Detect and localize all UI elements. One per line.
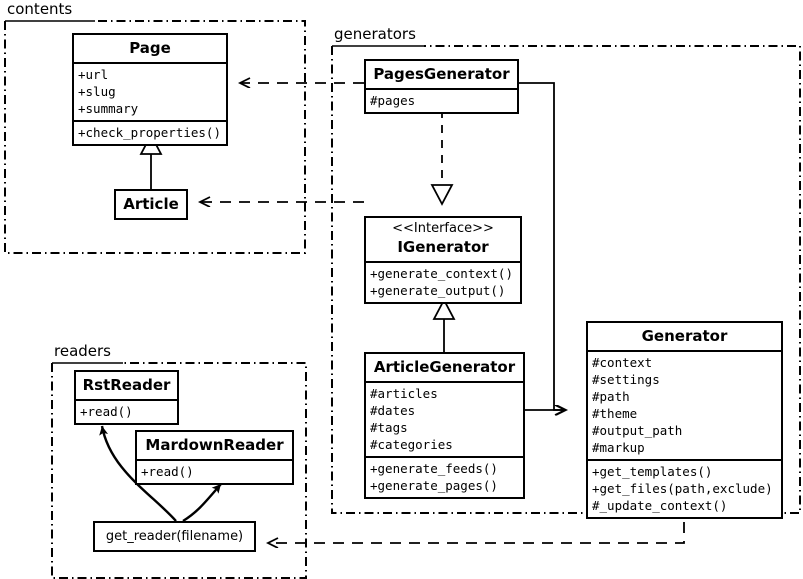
class-box-mardown-reader[interactable]: MardownReader +read(): [135, 430, 294, 485]
method-row: +read(): [80, 404, 133, 419]
class-attributes-pages-generator: #pages: [366, 88, 517, 112]
class-name-pages-generator: PagesGenerator: [373, 65, 510, 83]
class-box-pages-generator[interactable]: PagesGenerator #pages: [364, 59, 519, 114]
class-name-article-generator: ArticleGenerator: [373, 358, 516, 376]
attribute-row: #tags: [370, 420, 408, 435]
method-row: +generate_output(): [370, 283, 506, 298]
attribute-row: #categories: [370, 437, 453, 452]
class-attributes-generator: #context #settings #path #theme #output_…: [588, 350, 781, 459]
edge-articlegenerator-inherits-igenerator: [432, 298, 456, 352]
class-methods-page: +check_properties(): [74, 120, 226, 144]
class-box-article[interactable]: Article: [114, 189, 188, 220]
class-methods-igenerator: +generate_context() +generate_output(): [366, 261, 520, 302]
method-row: +check_properties(): [78, 125, 221, 140]
attribute-row: #settings: [592, 372, 660, 387]
method-row: +generate_feeds(): [370, 461, 498, 476]
function-box-get-reader[interactable]: get_reader(filename): [93, 521, 256, 552]
attribute-row: #dates: [370, 403, 416, 418]
attribute-row: #articles: [370, 386, 438, 401]
package-label-readers: readers: [53, 342, 113, 360]
class-box-rst-reader[interactable]: RstReader +read(): [74, 370, 179, 425]
edge-get-reader-returns-mardownreader: [182, 483, 222, 523]
attribute-row: #path: [592, 389, 630, 404]
attribute-row: #pages: [370, 93, 416, 108]
class-name-generator: Generator: [641, 327, 728, 345]
attribute-row: #output_path: [592, 423, 683, 438]
attribute-row: +slug: [78, 84, 116, 99]
class-name-page: Page: [129, 39, 171, 57]
attribute-row: #theme: [592, 406, 638, 421]
class-methods-mardown-reader: +read(): [137, 459, 292, 483]
class-attributes-page: +url +slug +summary: [74, 62, 226, 120]
package-label-generators: generators: [333, 25, 418, 43]
class-box-generator[interactable]: Generator #context #settings #path #them…: [586, 321, 783, 519]
class-name-mardown-reader: MardownReader: [145, 436, 284, 454]
class-methods-generator: +get_templates() +get_files(path,exclude…: [588, 459, 781, 517]
package-label-contents: contents: [6, 0, 75, 18]
attribute-row: +summary: [78, 101, 139, 116]
edge-pagesgenerator-realizes-igenerator: [430, 110, 454, 206]
class-methods-rst-reader: +read(): [76, 399, 177, 423]
method-row: +generate_context(): [370, 266, 513, 281]
class-box-page[interactable]: Page +url +slug +summary +check_properti…: [72, 33, 228, 146]
class-name-article: Article: [123, 195, 179, 213]
class-methods-article-generator: +generate_feeds() +generate_pages(): [366, 456, 523, 497]
method-row: +read(): [141, 464, 194, 479]
class-header-igenerator: <<Interface>> IGenerator: [366, 218, 520, 261]
class-box-igenerator[interactable]: <<Interface>> IGenerator +generate_conte…: [364, 216, 522, 304]
method-row: +generate_pages(): [370, 478, 498, 493]
method-row: +get_files(path,exclude): [592, 481, 773, 496]
method-row: #_update_context(): [592, 498, 728, 513]
class-attributes-article-generator: #articles #dates #tags #categories: [366, 381, 523, 456]
attribute-row: +url: [78, 67, 109, 82]
class-stereotype-igenerator: <<Interface>>: [392, 221, 494, 236]
class-name-igenerator: IGenerator: [397, 238, 489, 256]
edge-pagesgenerator-uses-generator: [519, 82, 565, 410]
attribute-row: #context: [592, 355, 653, 370]
class-box-article-generator[interactable]: ArticleGenerator #articles #dates #tags …: [364, 352, 525, 499]
class-name-rst-reader: RstReader: [82, 376, 171, 394]
function-name-get-reader: get_reader(filename): [105, 529, 244, 544]
attribute-row: #markup: [592, 440, 645, 455]
method-row: +get_templates(): [592, 464, 713, 479]
